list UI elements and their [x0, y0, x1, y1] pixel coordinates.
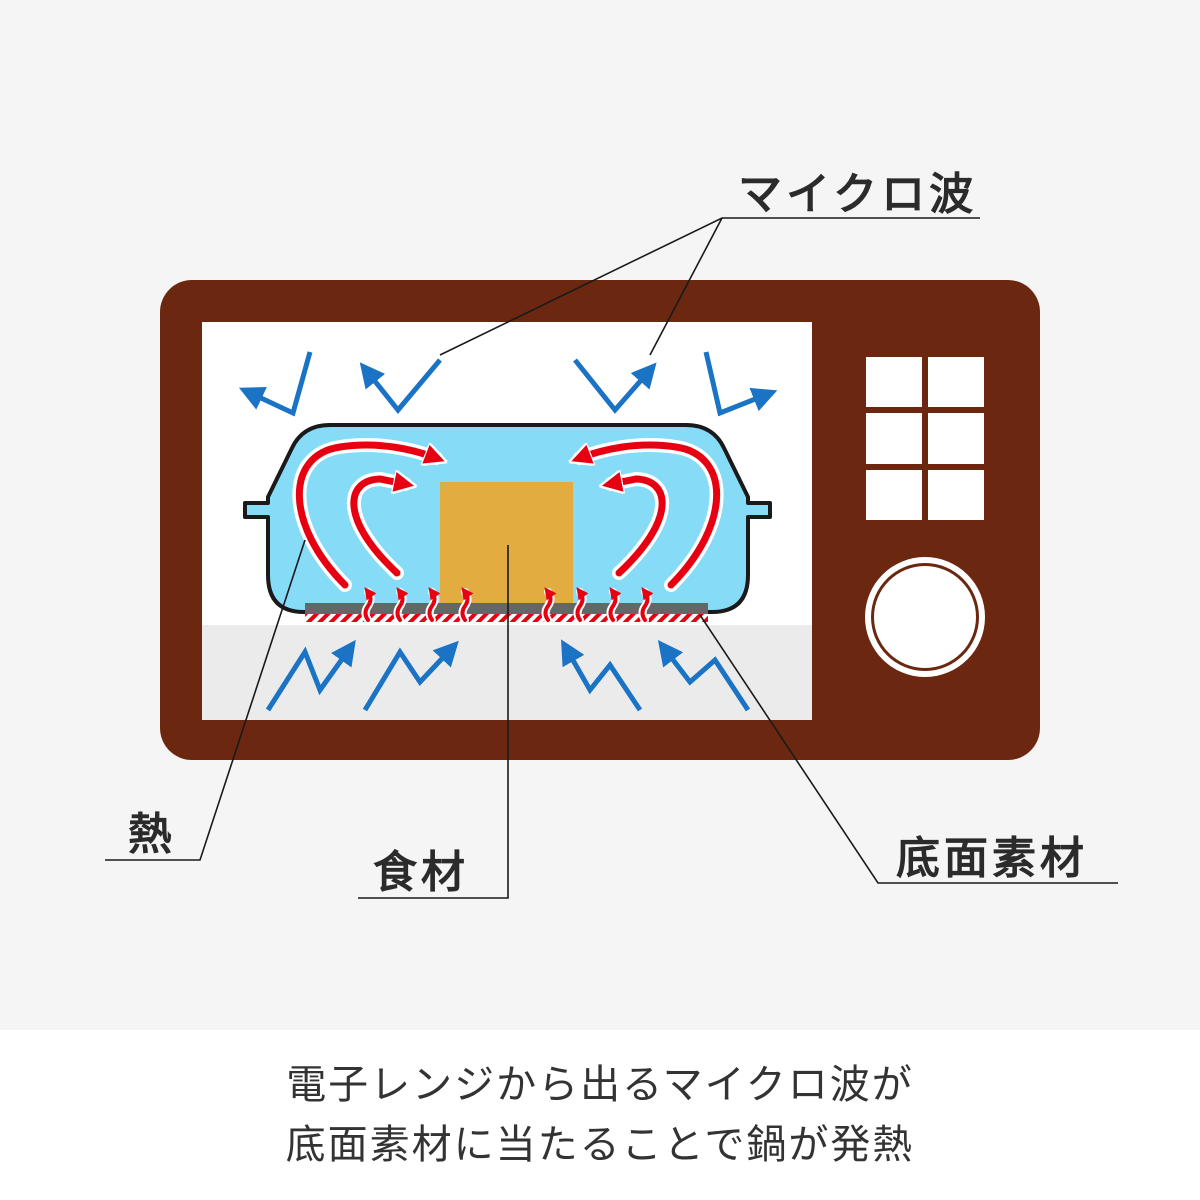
label-bottom-material: 底面素材	[896, 833, 1088, 884]
heat-convection-arrows	[292, 438, 724, 592]
caption-line-2: 底面素材に当たることで鍋が発熱	[285, 1122, 915, 1168]
small-heat-arrows	[361, 587, 654, 624]
food	[440, 482, 573, 603]
label-food: 食材	[373, 847, 469, 898]
diagram-graphic	[105, 217, 1118, 899]
microwave-floor	[202, 625, 812, 720]
caption: 電子レンジから出るマイクロ波が 底面素材に当たることで鍋が発熱	[0, 1030, 1200, 1200]
caption-line-1: 電子レンジから出るマイクロ波が	[286, 1062, 914, 1108]
label-heat: 熱	[128, 809, 176, 860]
label-microwave: マイクロ波	[738, 169, 978, 220]
microwave-arrows	[238, 351, 778, 712]
microwave-heating-diagram: マイクロ波 熱 食材 底面素材	[105, 169, 1118, 899]
leader-lines	[105, 217, 1118, 899]
control-buttons	[866, 357, 984, 520]
bottom-plate	[305, 603, 708, 614]
heat-hatch	[305, 614, 708, 622]
